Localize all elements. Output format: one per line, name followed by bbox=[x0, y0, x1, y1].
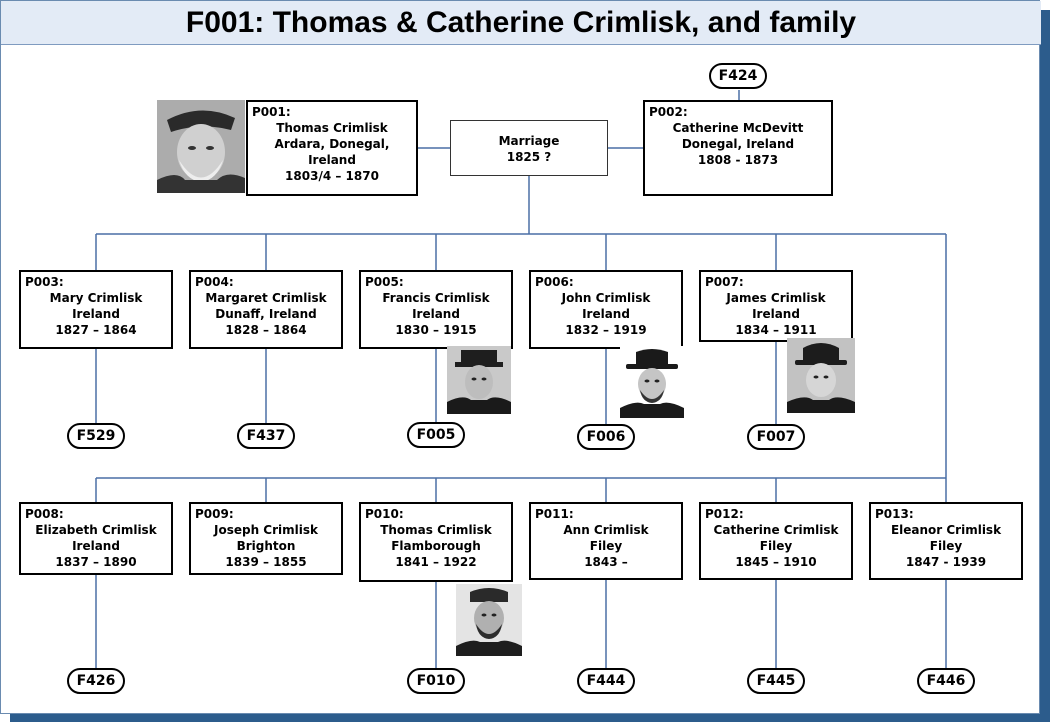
person-id: P005: bbox=[365, 275, 404, 289]
person-dates: 1845 – 1910 bbox=[735, 555, 817, 569]
person-id: P007: bbox=[705, 275, 744, 289]
person-name: Joseph Crimlisk bbox=[214, 523, 318, 537]
family-node-f426[interactable]: F426 bbox=[67, 668, 125, 694]
person-place: Filey bbox=[929, 539, 963, 553]
person-name: Margaret Crimlisk bbox=[205, 291, 327, 305]
family-node-f005[interactable]: F005 bbox=[407, 422, 465, 448]
person-name: Thomas Crimlisk bbox=[380, 523, 492, 537]
family-node-f446[interactable]: F446 bbox=[917, 668, 975, 694]
connector-lines bbox=[95, 90, 947, 668]
person-name: Catherine Crimlisk bbox=[713, 523, 839, 537]
title-bar: F001: Thomas & Catherine Crimlisk, and f… bbox=[1, 1, 1041, 45]
person-name: Ann Crimlisk bbox=[563, 523, 649, 537]
person-box-p003[interactable]: P003: Mary Crimlisk Ireland 1827 – 1864 bbox=[19, 270, 173, 349]
person-dates: 1837 – 1890 bbox=[55, 555, 137, 569]
person-name: Eleanor Crimlisk bbox=[890, 523, 1002, 537]
person-place: Filey bbox=[589, 539, 623, 553]
person-box-p008[interactable]: P008: Elizabeth Crimlisk Ireland 1837 – … bbox=[19, 502, 173, 575]
portrait-photo-p007 bbox=[787, 338, 855, 413]
person-place: Ardara, Donegal, Ireland bbox=[274, 137, 390, 167]
person-box-p006[interactable]: P006: John Crimlisk Ireland 1832 – 1919 bbox=[529, 270, 683, 349]
person-id: P006: bbox=[535, 275, 574, 289]
person-id: P013: bbox=[875, 507, 914, 521]
person-dates: 1841 – 1922 bbox=[395, 555, 477, 569]
chart-frame: F001: Thomas & Catherine Crimlisk, and f… bbox=[0, 0, 1041, 714]
family-node-f006[interactable]: F006 bbox=[577, 424, 635, 450]
marriage-label: Marriage bbox=[498, 134, 560, 148]
person-id: P009: bbox=[195, 507, 234, 521]
person-box-p010[interactable]: P010: Thomas Crimlisk Flamborough 1841 –… bbox=[359, 502, 513, 582]
person-id: P001: bbox=[252, 105, 291, 119]
family-node-f529[interactable]: F529 bbox=[67, 423, 125, 449]
person-place: Donegal, Ireland bbox=[681, 137, 795, 151]
family-node-f445[interactable]: F445 bbox=[747, 668, 805, 694]
family-node-f424[interactable]: F424 bbox=[709, 63, 767, 89]
person-dates: 1808 - 1873 bbox=[697, 153, 779, 167]
person-id: P011: bbox=[535, 507, 574, 521]
family-node-f010[interactable]: F010 bbox=[407, 668, 465, 694]
person-place: Ireland bbox=[72, 307, 120, 321]
person-id: P002: bbox=[649, 105, 688, 119]
person-name: James Crimlisk bbox=[726, 291, 826, 305]
family-node-f437[interactable]: F437 bbox=[237, 423, 295, 449]
person-place: Dunaff, Ireland bbox=[215, 307, 317, 321]
marriage-box[interactable]: Marriage 1825 ? bbox=[450, 120, 608, 176]
person-box-p011[interactable]: P011: Ann Crimlisk Filey 1843 – bbox=[529, 502, 683, 580]
portrait-photo-p010 bbox=[456, 584, 522, 656]
person-name: Elizabeth Crimlisk bbox=[35, 523, 157, 537]
person-id: P010: bbox=[365, 507, 404, 521]
person-place: Ireland bbox=[582, 307, 630, 321]
person-place: Brighton bbox=[236, 539, 296, 553]
person-dates: 1843 – bbox=[584, 555, 628, 569]
person-name: Catherine McDevitt bbox=[672, 121, 804, 135]
page-title: F001: Thomas & Catherine Crimlisk, and f… bbox=[185, 5, 857, 39]
person-place: Ireland bbox=[752, 307, 800, 321]
person-box-p012[interactable]: P012: Catherine Crimlisk Filey 1845 – 19… bbox=[699, 502, 853, 580]
family-node-f007[interactable]: F007 bbox=[747, 424, 805, 450]
portrait-photo-p005 bbox=[447, 346, 511, 414]
person-dates: 1827 – 1864 bbox=[55, 323, 137, 337]
marriage-date: 1825 ? bbox=[506, 150, 552, 164]
person-dates: 1830 – 1915 bbox=[395, 323, 477, 337]
person-place: Flamborough bbox=[391, 539, 481, 553]
portrait-photo-p006 bbox=[620, 346, 684, 418]
person-name: John Crimlisk bbox=[561, 291, 651, 305]
person-place: Filey bbox=[759, 539, 793, 553]
person-id: P008: bbox=[25, 507, 64, 521]
person-box-p005[interactable]: P005: Francis Crimlisk Ireland 1830 – 19… bbox=[359, 270, 513, 349]
person-box-p009[interactable]: P009: Joseph Crimlisk Brighton 1839 – 18… bbox=[189, 502, 343, 575]
person-id: P004: bbox=[195, 275, 234, 289]
person-id: P012: bbox=[705, 507, 744, 521]
person-place: Ireland bbox=[412, 307, 460, 321]
family-node-f444[interactable]: F444 bbox=[577, 668, 635, 694]
person-box-p004[interactable]: P004: Margaret Crimlisk Dunaff, Ireland … bbox=[189, 270, 343, 349]
person-box-p002[interactable]: P002: Catherine McDevitt Donegal, Irelan… bbox=[643, 100, 833, 196]
person-name: Francis Crimlisk bbox=[382, 291, 490, 305]
person-dates: 1839 – 1855 bbox=[225, 555, 307, 569]
person-dates: 1834 – 1911 bbox=[735, 323, 817, 337]
person-dates: 1828 – 1864 bbox=[225, 323, 307, 337]
person-box-p007[interactable]: P007: James Crimlisk Ireland 1834 – 1911 bbox=[699, 270, 853, 342]
person-place: Ireland bbox=[72, 539, 120, 553]
person-dates: 1847 - 1939 bbox=[905, 555, 987, 569]
portrait-photo-p001 bbox=[157, 100, 245, 193]
person-box-p013[interactable]: P013: Eleanor Crimlisk Filey 1847 - 1939 bbox=[869, 502, 1023, 580]
person-id: P003: bbox=[25, 275, 64, 289]
person-box-p001[interactable]: P001: Thomas Crimlisk Ardara, Donegal, I… bbox=[246, 100, 418, 196]
person-dates: 1832 – 1919 bbox=[565, 323, 647, 337]
person-name: Thomas Crimlisk bbox=[276, 121, 388, 135]
person-name: Mary Crimlisk bbox=[49, 291, 143, 305]
person-dates: 1803/4 – 1870 bbox=[285, 169, 379, 183]
